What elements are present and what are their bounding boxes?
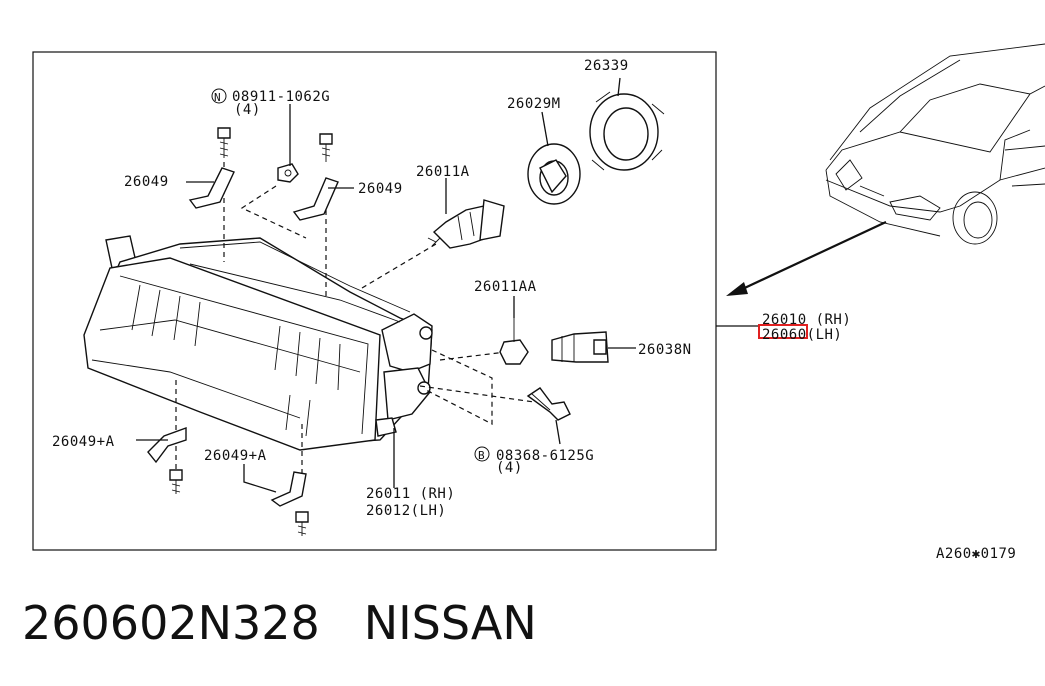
b-badge bbox=[474, 446, 490, 462]
label-26011-rh: 26011 (RH) bbox=[366, 486, 455, 502]
label-26339: 26339 bbox=[584, 58, 629, 74]
assembly-guides bbox=[175, 162, 535, 480]
n-badge-text: N bbox=[214, 91, 221, 104]
label-26011a: 26011A bbox=[416, 164, 470, 180]
label-26011aa: 26011AA bbox=[474, 279, 537, 295]
label-26049-left: 26049 bbox=[124, 174, 169, 190]
n-badge bbox=[211, 88, 227, 104]
label-26049a-mid: 26049+A bbox=[204, 448, 267, 464]
label-26060-lh: 26060(LH) bbox=[762, 327, 842, 343]
reference-code: A260✱0179 bbox=[936, 546, 1016, 562]
part-title: 260602N328 NISSAN bbox=[22, 596, 537, 650]
headlamp-assembly bbox=[83, 235, 433, 451]
b-badge-text: B bbox=[478, 449, 485, 462]
label-08911-qty: (4) bbox=[234, 102, 261, 118]
location-arrow bbox=[726, 221, 887, 296]
label-26049a-left: 26049+A bbox=[52, 434, 115, 450]
brand-name: NISSAN bbox=[363, 596, 537, 650]
label-08368-qty: (4) bbox=[496, 460, 523, 476]
label-08911: 08911-1062G bbox=[232, 89, 330, 105]
label-26038n: 26038N bbox=[638, 342, 692, 358]
diagram-frame bbox=[32, 51, 717, 551]
leader-lines bbox=[136, 77, 760, 493]
label-26012-lh: 26012(LH) bbox=[366, 503, 446, 519]
label-08368: 08368-6125G bbox=[496, 448, 594, 464]
label-26010-rh: 26010 (RH) bbox=[762, 312, 851, 328]
bulb-parts bbox=[427, 91, 665, 365]
fastener-parts bbox=[147, 127, 571, 536]
part-number: 260602N328 bbox=[22, 596, 320, 650]
label-26049-right: 26049 bbox=[358, 181, 403, 197]
car-illustration bbox=[825, 43, 1045, 245]
label-26029m: 26029M bbox=[507, 96, 561, 112]
highlight-box bbox=[758, 324, 808, 339]
